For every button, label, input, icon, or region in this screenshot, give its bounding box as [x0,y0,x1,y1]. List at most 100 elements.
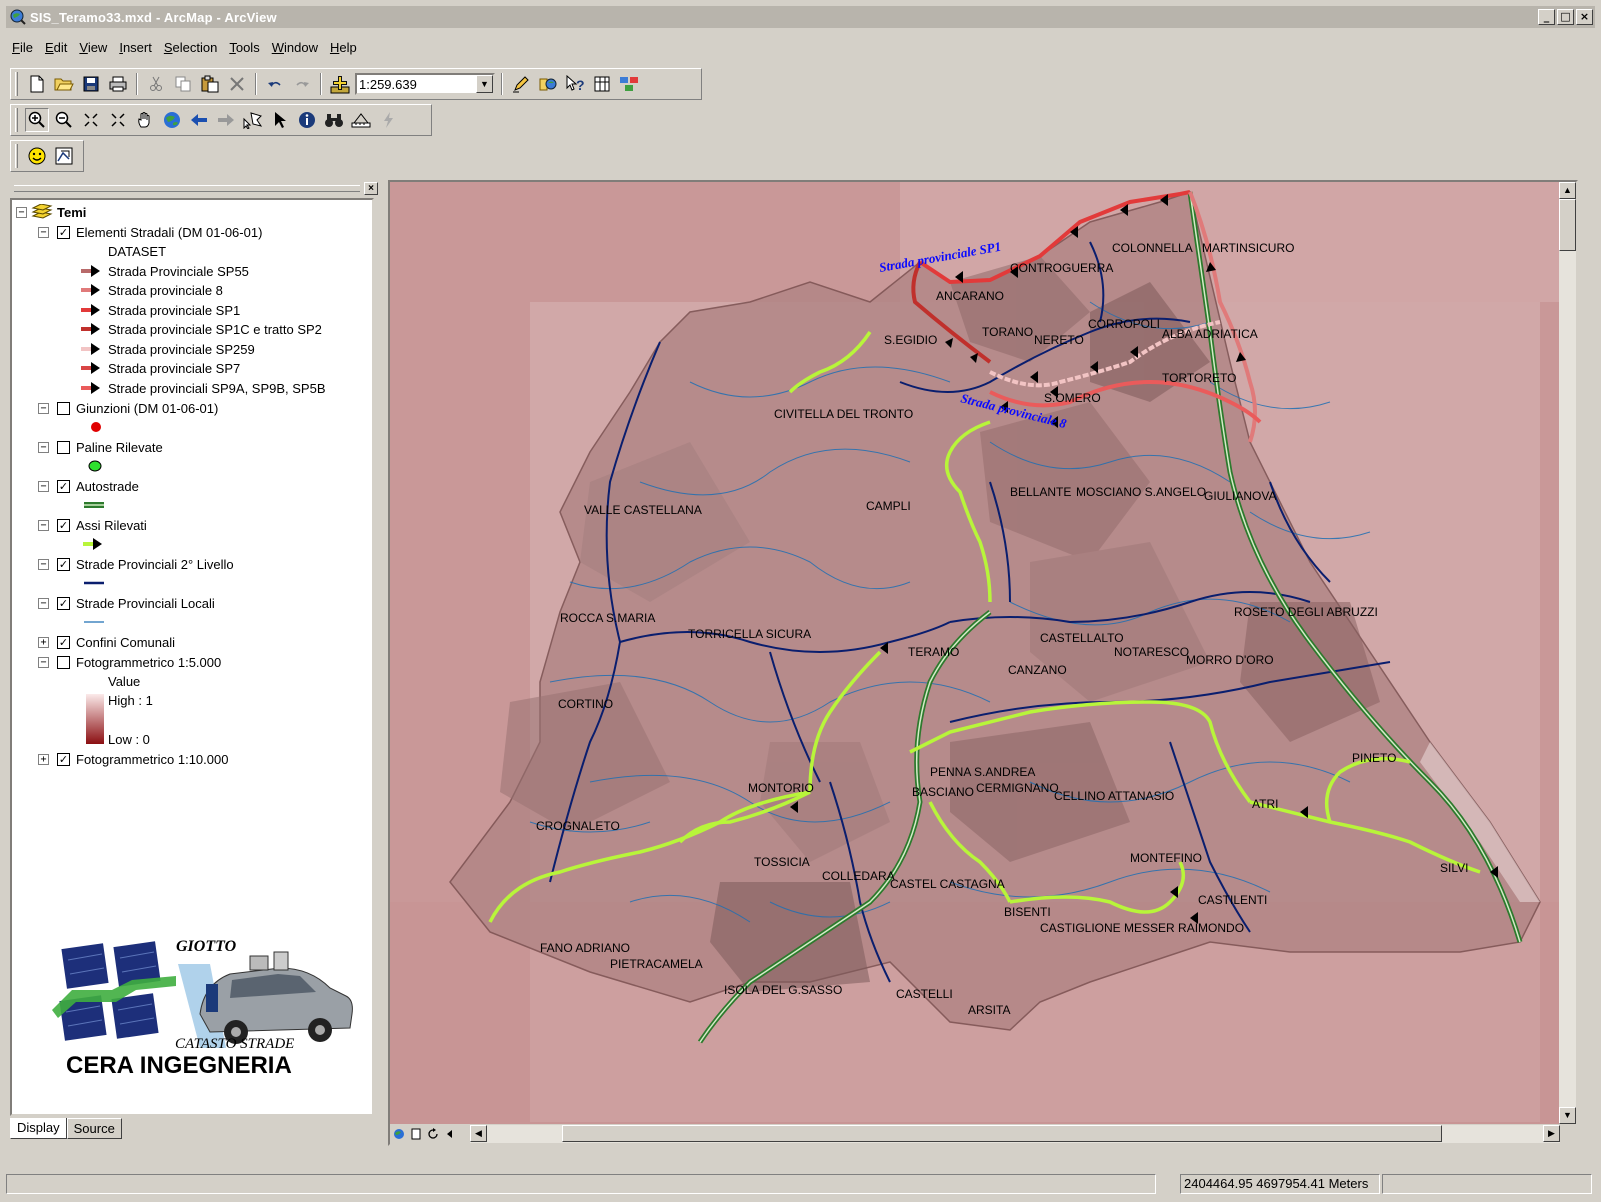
toc-layer-foto10000[interactable]: + ✓ Fotogrammetrico 1:10.000 [38,749,228,769]
menu-view[interactable]: View [73,40,113,55]
zoom-in-button[interactable] [25,108,49,132]
layer-visibility-checkbox[interactable]: ✓ [57,557,70,571]
select-elements-button[interactable] [268,108,292,132]
pan-button[interactable] [133,108,157,132]
scroll-left-icon[interactable]: ◀ [470,1125,487,1142]
menu-tools[interactable]: Tools [223,40,265,55]
collapse-icon[interactable]: − [38,226,49,238]
menu-help[interactable]: Help [324,40,363,55]
layer-visibility-checkbox[interactable] [57,440,70,454]
collapse-icon[interactable]: − [38,558,49,570]
collapse-icon[interactable]: − [38,441,49,453]
collapse-icon[interactable]: − [38,656,49,668]
map-horizontal-scrollbar[interactable]: ◀ ▶ [470,1125,1560,1143]
collapse-icon[interactable]: − [38,597,49,609]
expand-icon[interactable]: + [38,753,49,765]
fixed-zoom-in-button[interactable] [79,108,103,132]
add-data-button[interactable] [328,72,352,96]
scroll-down-icon[interactable]: ▼ [1559,1107,1576,1124]
redo-button[interactable] [290,72,314,96]
toc-layer-giunzioni[interactable]: − Giunzioni (DM 01-06-01) [38,398,218,418]
fixed-zoom-out-button[interactable] [106,108,130,132]
layout-view-icon[interactable] [407,1126,424,1143]
identify-button[interactable] [295,108,319,132]
toc-header[interactable]: × [10,180,378,196]
menu-window[interactable]: Window [266,40,324,55]
menu-insert[interactable]: Insert [113,40,158,55]
toc-layer-elementi[interactable]: − ✓ Elementi Stradali (DM 01-06-01) [38,222,262,242]
layer-visibility-checkbox[interactable]: ✓ [57,225,70,239]
toolbar-grip[interactable] [15,108,18,132]
layer-visibility-checkbox[interactable]: ✓ [57,635,70,649]
title-bar[interactable]: SIS_Teramo33.mxd - ArcMap - ArcView _ □ … [6,6,1595,28]
copy-button[interactable] [171,72,195,96]
scroll-up-icon[interactable]: ▲ [1559,182,1576,199]
toc-grip[interactable] [14,184,360,192]
map-view[interactable]: Strada provinciale SP1 Strada provincial… [388,180,1578,1146]
chevron-down-icon[interactable]: ▼ [476,75,493,93]
layer-visibility-checkbox[interactable]: ✓ [57,596,70,610]
layer-visibility-checkbox[interactable]: ✓ [57,479,70,493]
tab-display[interactable]: Display [10,1118,67,1139]
toc-layer-livello2[interactable]: − ✓ Strade Provinciali 2° Livello [38,554,234,574]
toolbar-grip[interactable] [15,144,18,168]
arctoolbox-button[interactable] [590,72,614,96]
layer-visibility-checkbox[interactable]: ✓ [57,518,70,532]
layer-visibility-checkbox[interactable]: ✓ [57,752,70,766]
close-button[interactable]: × [1576,9,1593,25]
go-back-button[interactable] [187,108,211,132]
menu-edit[interactable]: Edit [39,40,73,55]
collapse-icon[interactable]: − [16,206,27,218]
hyperlink-button[interactable] [376,108,400,132]
toc-layer-autostrade[interactable]: − ✓ Autostrade [38,476,139,496]
data-view-icon[interactable] [390,1126,407,1143]
pause-drawing-icon[interactable] [441,1126,458,1143]
smiley-tool-button[interactable] [25,144,49,168]
toc-layer-foto5000[interactable]: − Fotogrammetrico 1:5.000 [38,652,221,672]
menu-selection[interactable]: Selection [158,40,223,55]
expand-icon[interactable]: + [38,636,49,648]
open-button[interactable] [52,72,76,96]
refresh-view-icon[interactable] [424,1126,441,1143]
whats-this-button[interactable]: ? [563,72,587,96]
scroll-thumb[interactable] [1559,199,1576,251]
menu-file[interactable]: File [6,40,39,55]
map-canvas[interactable]: Strada provinciale SP1 Strada provincial… [390,182,1560,1124]
print-button[interactable] [106,72,130,96]
undo-button[interactable] [263,72,287,96]
toc-close-icon[interactable]: × [364,181,378,195]
new-document-button[interactable] [25,72,49,96]
toc-layer-confini[interactable]: + ✓ Confini Comunali [38,632,175,652]
map-tool-button[interactable] [52,144,76,168]
select-features-button[interactable] [241,108,265,132]
maximize-button[interactable]: □ [1557,9,1574,25]
toc-root-row[interactable]: − Temi [16,202,86,222]
tab-source[interactable]: Source [66,1118,122,1139]
toc-layer-paline[interactable]: − Paline Rilevate [38,437,163,457]
paste-button[interactable] [198,72,222,96]
measure-button[interactable] [349,108,373,132]
cut-button[interactable] [144,72,168,96]
delete-button[interactable] [225,72,249,96]
map-vertical-scrollbar[interactable]: ▲ ▼ [1559,182,1576,1124]
zoom-out-button[interactable] [52,108,76,132]
minimize-button[interactable]: _ [1538,9,1555,25]
toolbar-grip[interactable] [15,72,18,96]
toc-layer-assi[interactable]: − ✓ Assi Rilevati [38,515,147,535]
model-builder-button[interactable] [617,72,641,96]
collapse-icon[interactable]: − [38,402,49,414]
scroll-thumb[interactable] [562,1125,1442,1142]
scroll-right-icon[interactable]: ▶ [1543,1125,1560,1142]
map-scale-combo[interactable]: 1:259.639 ▼ [355,73,495,95]
toc-layer-locali[interactable]: − ✓ Strade Provinciali Locali [38,593,215,613]
collapse-icon[interactable]: − [38,480,49,492]
editor-toolbar-button[interactable] [509,72,533,96]
layer-visibility-checkbox[interactable] [57,401,70,415]
find-button[interactable] [322,108,346,132]
layer-visibility-checkbox[interactable] [57,655,70,669]
arccatalog-button[interactable] [536,72,560,96]
go-forward-button[interactable] [214,108,238,132]
collapse-icon[interactable]: − [38,519,49,531]
save-button[interactable] [79,72,103,96]
full-extent-button[interactable] [160,108,184,132]
